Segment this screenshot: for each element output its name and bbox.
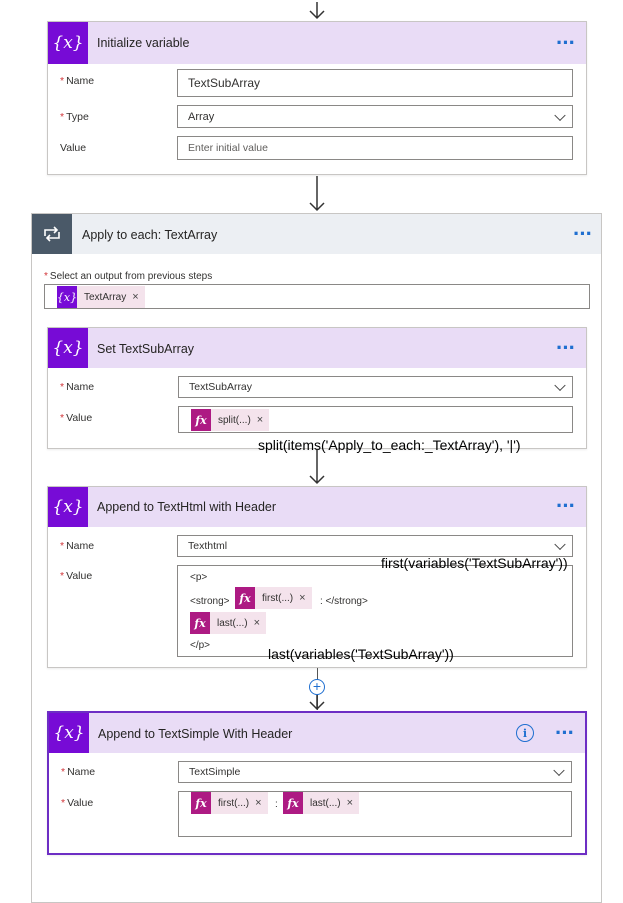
name-value: Texthtml (188, 540, 228, 552)
select-output-label: *Select an output from previous steps (44, 271, 213, 282)
info-icon[interactable]: i (516, 724, 534, 742)
value-label: Value (60, 142, 87, 154)
html-strong-close: : </strong> (320, 596, 368, 607)
html-line-open-p: <p> (190, 572, 208, 583)
name-input[interactable]: TextSubArray (177, 69, 573, 97)
name-select[interactable]: TextSubArray (178, 376, 573, 398)
last-annotation: last(variables('TextSubArray')) (268, 646, 454, 662)
name-label: *Name (60, 381, 95, 393)
variable-icon: {x} (48, 328, 88, 368)
type-label: *Type (60, 111, 89, 123)
card-header[interactable]: {x} Append to TextSimple With Header i ·… (49, 713, 585, 753)
name-select[interactable]: Texthtml (177, 535, 573, 557)
first-annotation: first(variables('TextSubArray')) (381, 555, 568, 571)
split-annotation: split(items('Apply_to_each:_TextArray'),… (258, 437, 521, 453)
loop-icon (32, 214, 72, 254)
value-label: *Value (60, 412, 93, 424)
chevron-down-icon (554, 109, 566, 121)
close-icon[interactable]: × (255, 797, 262, 809)
token-label: first(...) (262, 592, 294, 604)
more-options-icon[interactable]: ··· (555, 720, 575, 745)
append-simple-card: {x} Append to TextSimple With Header i ·… (47, 711, 587, 855)
card-header[interactable]: {x} Set TextSubArray ··· (48, 328, 586, 368)
card-title: Initialize variable (97, 36, 190, 50)
more-options-icon[interactable]: ··· (556, 30, 576, 55)
close-icon[interactable]: × (253, 617, 260, 629)
function-icon: fx (283, 792, 303, 814)
token-label: first(...) (218, 797, 250, 809)
close-icon[interactable]: × (346, 797, 353, 809)
chevron-down-icon (553, 764, 565, 777)
loop-title: Apply to each: TextArray (82, 228, 218, 242)
name-value: TextSubArray (189, 381, 253, 393)
function-icon: fx (191, 409, 211, 431)
card-header[interactable]: {x} Append to TextHtml with Header ··· (48, 487, 586, 527)
function-icon: fx (190, 612, 210, 634)
value-input[interactable]: Enter initial value (177, 136, 573, 160)
variable-icon: {x} (49, 713, 89, 753)
set-variable-card: {x} Set TextSubArray ··· *Name TextSubAr… (47, 327, 587, 449)
last-expression-token[interactable]: fx last(...) × (190, 612, 266, 634)
card-title: Set TextSubArray (97, 342, 195, 356)
chevron-down-icon (554, 538, 566, 551)
name-label: *Name (61, 766, 96, 778)
name-value: TextSimple (189, 766, 241, 778)
close-icon[interactable]: × (256, 414, 264, 426)
variable-icon: {x} (57, 286, 77, 308)
value-input[interactable]: fx split(...) × (178, 406, 573, 433)
loop-header[interactable]: Apply to each: TextArray ··· (32, 214, 601, 254)
first-expression-token[interactable]: fx first(...) × (191, 792, 268, 814)
name-label: *Name (60, 75, 95, 87)
split-expression-token[interactable]: fx split(...) × (191, 409, 270, 431)
more-options-icon[interactable]: ··· (573, 221, 593, 246)
card-header[interactable]: {x} Initialize variable ··· (48, 22, 586, 64)
more-options-icon[interactable]: ··· (556, 335, 576, 360)
value-label: *Value (61, 797, 94, 809)
initialize-variable-card: {x} Initialize variable ··· *Name TextSu… (47, 21, 587, 175)
name-label: *Name (60, 540, 95, 552)
token-label: last(...) (217, 617, 248, 629)
select-output-input[interactable]: {x} TextArray × (44, 284, 590, 309)
textarray-token[interactable]: {x} TextArray × (57, 286, 145, 308)
function-icon: fx (191, 792, 211, 814)
add-step-button[interactable]: + (309, 679, 325, 695)
last-expression-token[interactable]: fx last(...) × (283, 792, 359, 814)
variable-icon: {x} (48, 487, 88, 527)
close-icon[interactable]: × (299, 592, 306, 604)
html-line-close-p: </p> (190, 640, 211, 651)
chevron-down-icon (554, 379, 566, 392)
html-strong-open: <strong> (190, 596, 230, 607)
token-label: TextArray (84, 291, 127, 303)
value-label: *Value (60, 570, 93, 582)
token-label: split(...) (218, 414, 251, 426)
first-expression-token[interactable]: fx first(...) × (235, 587, 312, 609)
type-select[interactable]: Array (177, 105, 573, 128)
value-editor[interactable]: <p> <strong> fx first(...) × : </strong>… (177, 565, 573, 657)
card-title: Append to TextHtml with Header (97, 500, 277, 514)
token-label: last(...) (310, 797, 341, 809)
value-editor[interactable]: fx first(...) × : fx last(...) × (178, 791, 572, 837)
append-html-card: {x} Append to TextHtml with Header ··· *… (47, 486, 587, 668)
name-select[interactable]: TextSimple (178, 761, 572, 783)
variable-icon: {x} (48, 22, 88, 64)
separator-text: : (275, 799, 278, 810)
more-options-icon[interactable]: ··· (556, 493, 576, 518)
card-title: Append to TextSimple With Header (98, 727, 293, 741)
type-value: Array (188, 110, 215, 123)
close-icon[interactable]: × (132, 291, 139, 303)
function-icon: fx (235, 587, 255, 609)
